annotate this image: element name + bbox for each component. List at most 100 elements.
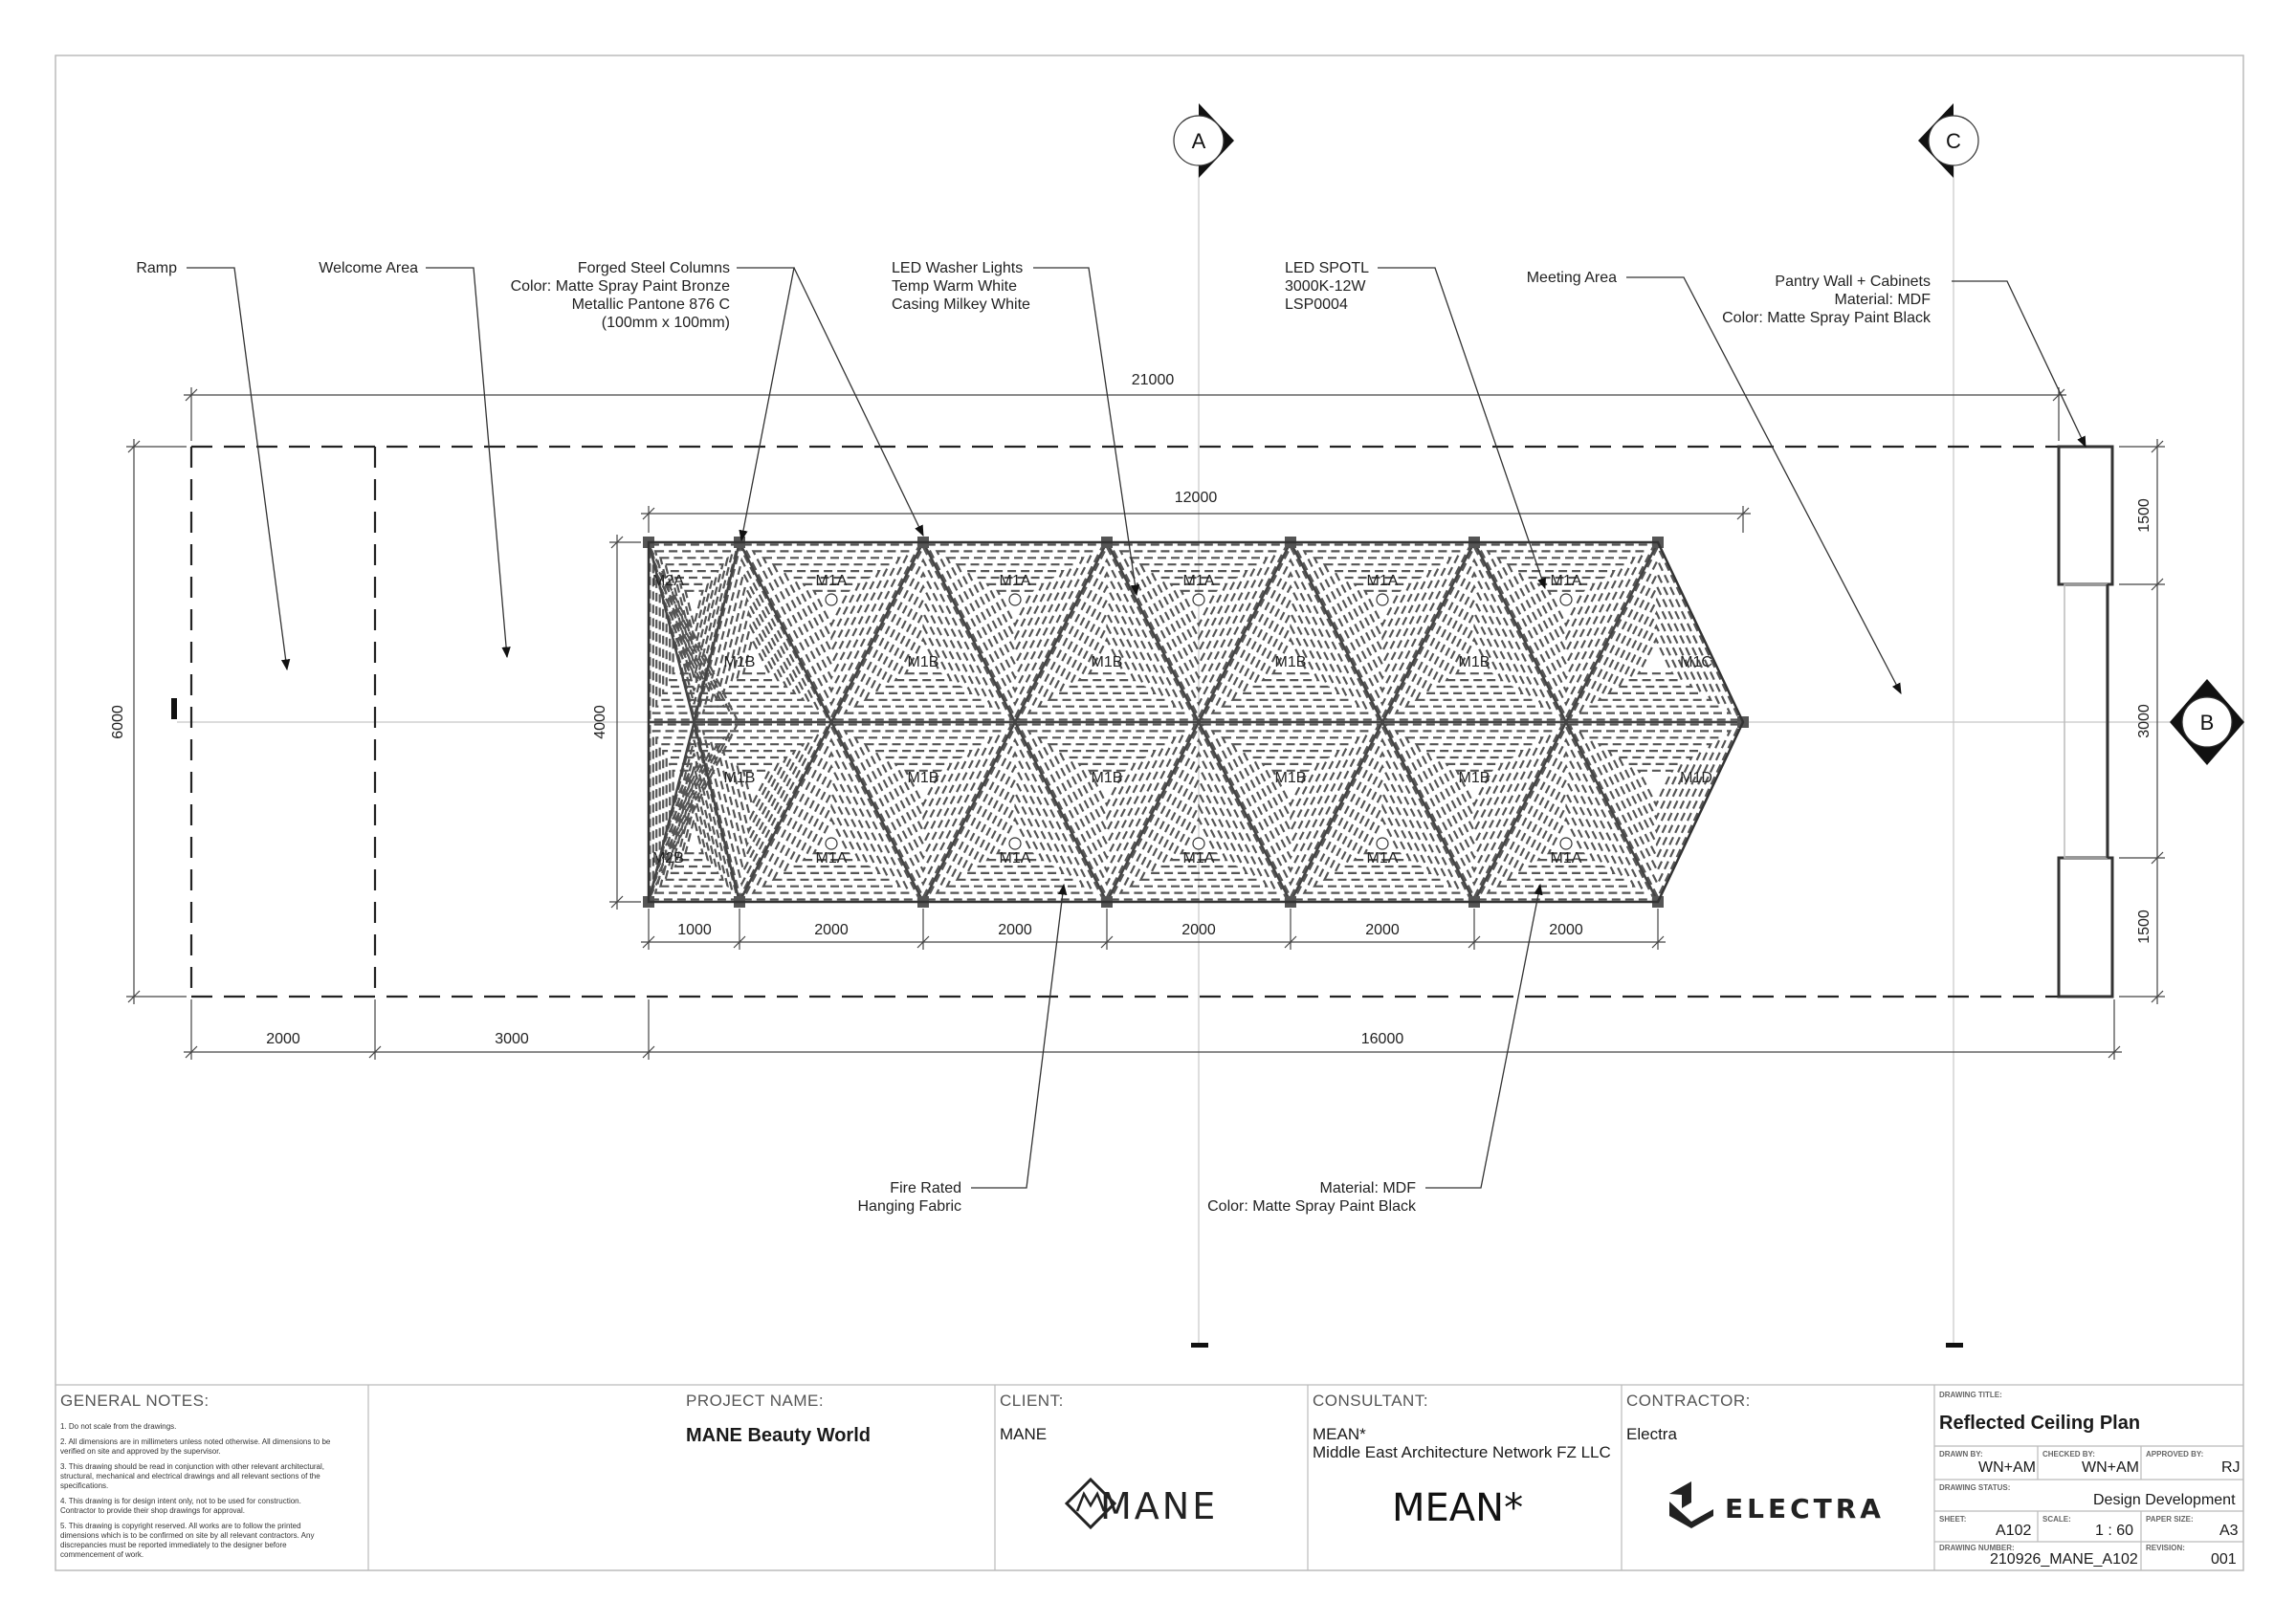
status-label: DRAWING STATUS: — [1939, 1483, 2011, 1492]
panel-top-mid-0-ring — [741, 636, 772, 675]
frame-member — [829, 541, 925, 723]
panel-label: M1C — [1680, 654, 1712, 670]
leader-lines — [187, 267, 2086, 1189]
panel-top-4-ring — [1302, 550, 1463, 707]
panel-top-0-ring — [664, 563, 724, 678]
consultant-full-name: Middle East Architecture Network FZ LLC — [1313, 1443, 1611, 1461]
panel-top-mid-0-ring — [715, 583, 806, 701]
callout-mdf-2: Color: Matte Spray Paint Black — [1207, 1198, 1417, 1215]
panel-top-4-ring — [1333, 569, 1432, 668]
dim-right-0: 1500 — [2136, 498, 2152, 533]
grid-bubble-b-label: B — [2200, 711, 2215, 735]
panel-bottom-3-ring — [1149, 777, 1248, 875]
panel-bottom-5 — [1476, 724, 1656, 901]
panel-top-mid-2-ring — [1057, 597, 1157, 695]
client-label: CLIENT: — [1000, 1392, 1064, 1410]
title-block-frame — [55, 1384, 2243, 1570]
panel-bottom-mid-0-ring — [735, 762, 780, 822]
panel-label: M1B — [724, 654, 756, 670]
panel-top-mid-3-ring — [1221, 571, 1360, 708]
panel-top-3-ring — [1149, 569, 1248, 668]
panel-top-mid-3-ring — [1210, 558, 1371, 714]
panel-bottom-mid-3-ring — [1210, 730, 1371, 887]
callout-pantry-3: Color: Matte Spray Paint Black — [1722, 310, 1932, 326]
dim-bay-3: 2000 — [1181, 922, 1216, 938]
panel-top-3-ring — [1180, 589, 1218, 627]
panel-bottom-2-ring — [985, 803, 1045, 862]
client-name: MANE — [1000, 1425, 1048, 1443]
panel-bottom-0-ring — [669, 779, 719, 875]
drawing-title: Reflected Ceiling Plan — [1939, 1413, 2141, 1434]
panel-top-mid-3-ring — [1271, 637, 1310, 675]
panel-bottom-mid-4-ring — [1414, 743, 1534, 861]
callout-columns-2: Color: Matte Spray Paint Bronze — [511, 278, 731, 295]
panel-top-mid-0-ring — [721, 597, 797, 695]
grid-bubble-b: B — [2170, 679, 2244, 765]
panel-label: M1B — [1459, 770, 1490, 786]
panel-top-3-ring — [1118, 550, 1279, 707]
panel-bottom-mid-4 — [1384, 723, 1564, 900]
panel-bottom-mid-5-ring — [1567, 723, 1742, 900]
panel-bottom-2 — [925, 724, 1105, 901]
panel-bottom-2-ring — [925, 724, 1105, 901]
panel-label: M1A — [1183, 573, 1215, 589]
panel-top-mid-3-ring — [1201, 544, 1380, 721]
panel-bottom-mid-1-ring — [863, 743, 983, 861]
dim-right-1: 3000 — [2136, 704, 2152, 738]
panel-bottom-left-ring — [655, 736, 726, 871]
sheet-number: A102 — [1996, 1523, 2032, 1539]
panel-bottom-mid-5-ring — [1617, 756, 1693, 834]
panel-top-3-ring — [1169, 582, 1228, 641]
panel-top-mid-0-ring — [701, 557, 822, 714]
dim-overall-length: 21000 — [1132, 372, 1175, 388]
panel-bottom-mid-4-ring — [1445, 762, 1504, 821]
scale: 1 : 60 — [2095, 1523, 2134, 1539]
frame-member — [1380, 721, 1476, 903]
panel-bottom-3-ring — [1169, 803, 1228, 862]
panel-label: M1A — [1367, 573, 1399, 589]
frame-member — [738, 541, 833, 723]
panel-label: M1B — [1275, 770, 1307, 786]
dim-ceiling-length: 12000 — [1175, 490, 1218, 506]
frame-member — [1564, 541, 1660, 723]
drawing-title-label: DRAWING TITLE: — [1939, 1391, 2002, 1399]
grid-bubble-c: C — [1918, 103, 1979, 178]
panel-bottom-5-ring — [1516, 777, 1616, 875]
panel-bottom-2-ring — [945, 751, 1085, 888]
callout-spot-1: LED SPOTL — [1285, 260, 1369, 276]
panel-label: M1B — [908, 654, 939, 670]
led-spotlight — [825, 837, 838, 850]
panel-bottom-2-ring — [965, 777, 1065, 875]
grid-lines — [177, 167, 2172, 1344]
led-spotlights — [825, 593, 1573, 850]
callout-columns-1: Forged Steel Columns — [578, 260, 730, 276]
dim-bay-1: 2000 — [814, 922, 849, 938]
panel-bottom-3 — [1109, 724, 1289, 901]
panel-bottom-4-ring — [1313, 751, 1452, 888]
panel-bottom-4-ring — [1302, 737, 1463, 894]
frame-member — [693, 541, 741, 723]
grid-bubble-c-label: C — [1946, 129, 1961, 153]
panel-bottom-mid-3-ring — [1241, 749, 1340, 847]
panel-bottom-4-ring — [1292, 724, 1472, 901]
callout-welcome: Welcome Area — [319, 260, 418, 276]
panel-top-mid-4-ring — [1404, 571, 1544, 708]
panel-bottom-mid-0 — [695, 723, 830, 901]
panel-top-1-ring — [751, 550, 912, 707]
panel-top-2-ring — [965, 569, 1065, 668]
panel-bottom-mid-5-ring — [1587, 736, 1723, 873]
panel-label: M1B — [1459, 654, 1490, 670]
project-name: MANE Beauty World — [686, 1425, 871, 1446]
ceiling-outline — [647, 540, 1745, 904]
panel-label: M1A — [1000, 850, 1031, 866]
grid-bubble-a-label: A — [1192, 129, 1206, 153]
callout-fabric-2: Hanging Fabric — [858, 1198, 962, 1215]
panel-bottom-mid-1-ring — [873, 749, 973, 847]
panel-top-4-ring — [1313, 557, 1452, 693]
panel-bottom-mid-5-ring — [1607, 749, 1703, 847]
panel-top-4-ring — [1363, 589, 1402, 627]
panel-bottom-mid-1-ring — [853, 736, 993, 873]
grid-end-ticks — [171, 698, 1963, 1348]
panel-top-mid-0-ring — [735, 623, 780, 682]
panel-top-4-ring — [1353, 582, 1412, 641]
